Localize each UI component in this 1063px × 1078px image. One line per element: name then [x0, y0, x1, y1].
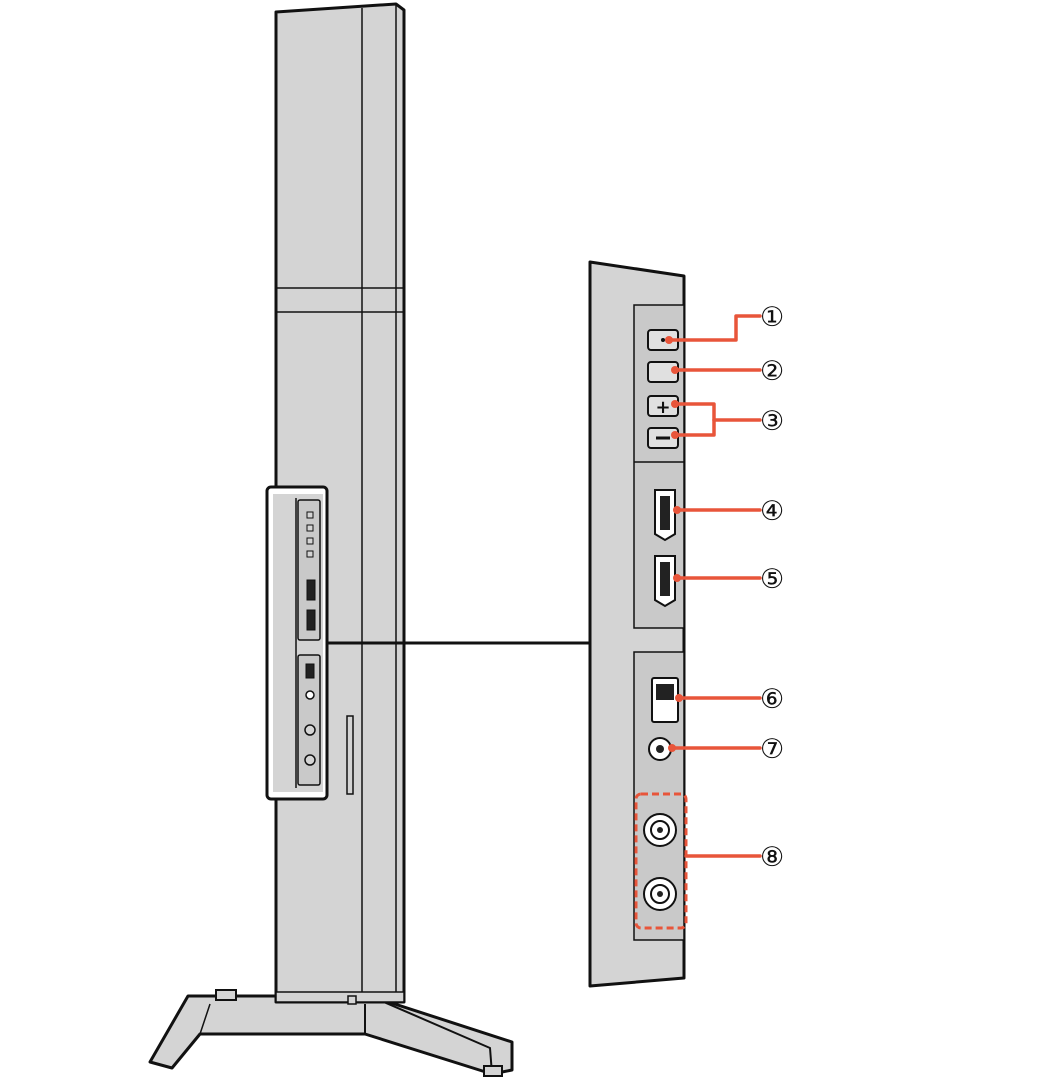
callout-7: ⑦	[760, 734, 784, 765]
power-button-icon	[661, 338, 665, 342]
callout-8: ⑧	[760, 842, 784, 873]
volume-down-button[interactable]	[647, 427, 679, 449]
leader-line-1	[667, 314, 762, 342]
callouts: ① ② ③ ④ ⑤ ⑥ ⑦ ⑧	[760, 302, 784, 873]
usb-port[interactable]	[651, 677, 679, 723]
callout-3: ③	[760, 406, 784, 437]
headphone-jack[interactable]	[648, 737, 672, 761]
tv-stand	[148, 989, 514, 1077]
enlarged-side-panel: +	[588, 260, 688, 988]
callout-6: ⑥	[760, 684, 784, 715]
antenna-connector-1[interactable]	[643, 813, 677, 847]
callout-2: ②	[760, 356, 784, 387]
side-panel-detail-frame	[265, 485, 329, 801]
tv-side-profile	[148, 2, 590, 1077]
hdmi-port-1[interactable]	[654, 489, 676, 542]
antenna-connector-2[interactable]	[643, 877, 677, 911]
callout-1: ①	[760, 302, 784, 333]
antenna-dashed-frame	[634, 792, 688, 930]
callout-5: ⑤	[760, 564, 784, 595]
hdmi-port-2[interactable]	[654, 555, 676, 608]
leader-end-dots	[665, 336, 683, 752]
leader-lines	[667, 314, 762, 858]
volume-plus-icon: +	[655, 397, 670, 418]
callout-4: ④	[760, 496, 784, 527]
